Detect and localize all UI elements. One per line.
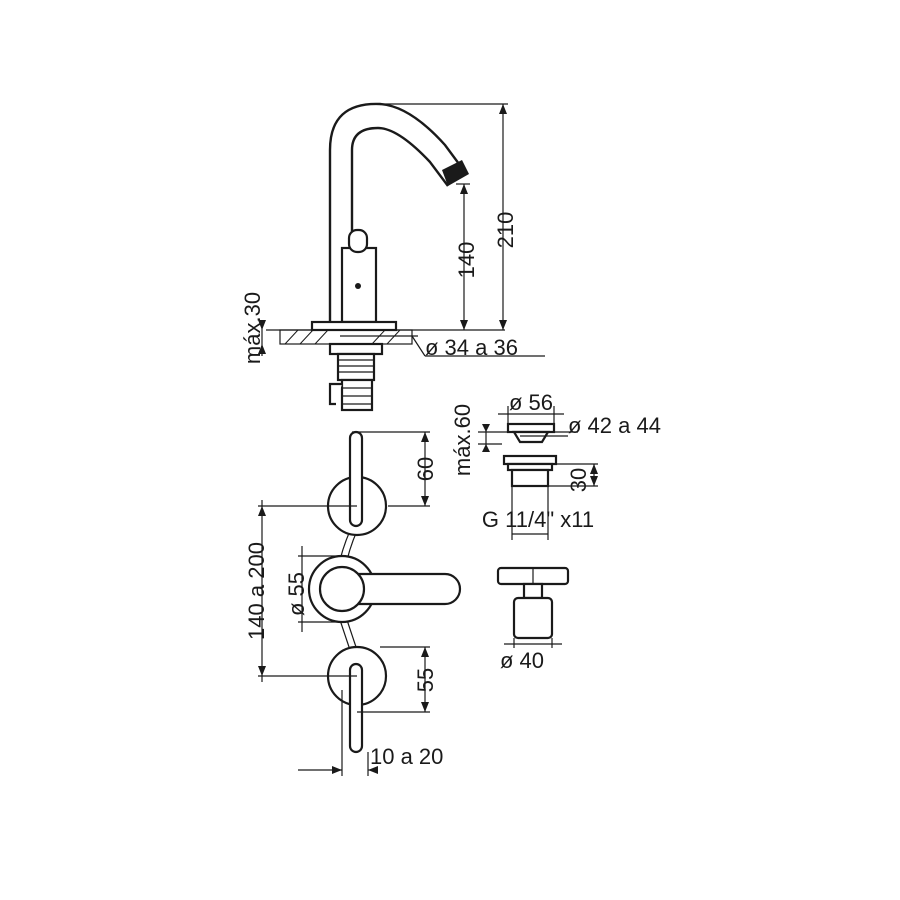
shank-threads [338, 359, 374, 373]
waste-cap [506, 422, 556, 434]
spout-inner [350, 126, 449, 322]
plan-dimensions: 60 140 a 200 ø 55 55 10 a 20 [244, 431, 443, 776]
deck-section [279, 329, 413, 345]
handle-base [512, 596, 554, 640]
bottom-handle-lever [348, 662, 364, 754]
dim-140-200: 140 a 200 [244, 542, 269, 640]
dim-56: ø 56 [509, 390, 553, 415]
pop-up-dimensions: ø 56 ø 42 a 44 máx.60 30 G 11/4" x11 [450, 390, 661, 540]
waste-flange [512, 430, 550, 444]
waste-nut [502, 454, 558, 466]
hose-tail [328, 382, 342, 406]
dim-210: 210 [493, 212, 518, 249]
dim-10-20: 10 a 20 [370, 744, 443, 769]
body-dot [355, 283, 361, 289]
lever-stub [347, 228, 369, 254]
lower-connector [340, 378, 374, 412]
dim-42-44: ø 42 a 44 [568, 413, 661, 438]
dim-max-30: máx.30 [240, 292, 265, 364]
lock-nut [328, 342, 384, 356]
handle-stem [522, 582, 544, 600]
threaded-shank [336, 352, 376, 382]
pop-up-waste [478, 422, 578, 488]
waste-body [510, 468, 550, 488]
dim-max-60: máx.60 [450, 404, 475, 476]
dim-60: 60 [413, 457, 438, 481]
dim-30: 30 [566, 468, 591, 492]
dim-spout-55: ø 55 [284, 572, 309, 616]
spout-top [318, 565, 366, 613]
dim-thread: G 11/4" x11 [482, 507, 594, 532]
dim-deck-hole: ø 34 a 36 [425, 335, 518, 360]
top-handle-lever [348, 430, 364, 528]
deck-hatch [284, 329, 401, 345]
dim-55: 55 [413, 668, 438, 692]
base-plate [310, 320, 398, 332]
connector-threads [342, 387, 372, 405]
spout-outlet [442, 160, 469, 186]
spout-outer [328, 102, 463, 322]
spout-elevation [266, 102, 505, 412]
dim-40: ø 40 [500, 648, 544, 673]
dim-140: 140 [454, 242, 479, 279]
handle-detail: ø 40 [496, 566, 570, 673]
spout-dimensions: 210 140 máx.30 ø 34 a 36 [240, 103, 545, 364]
